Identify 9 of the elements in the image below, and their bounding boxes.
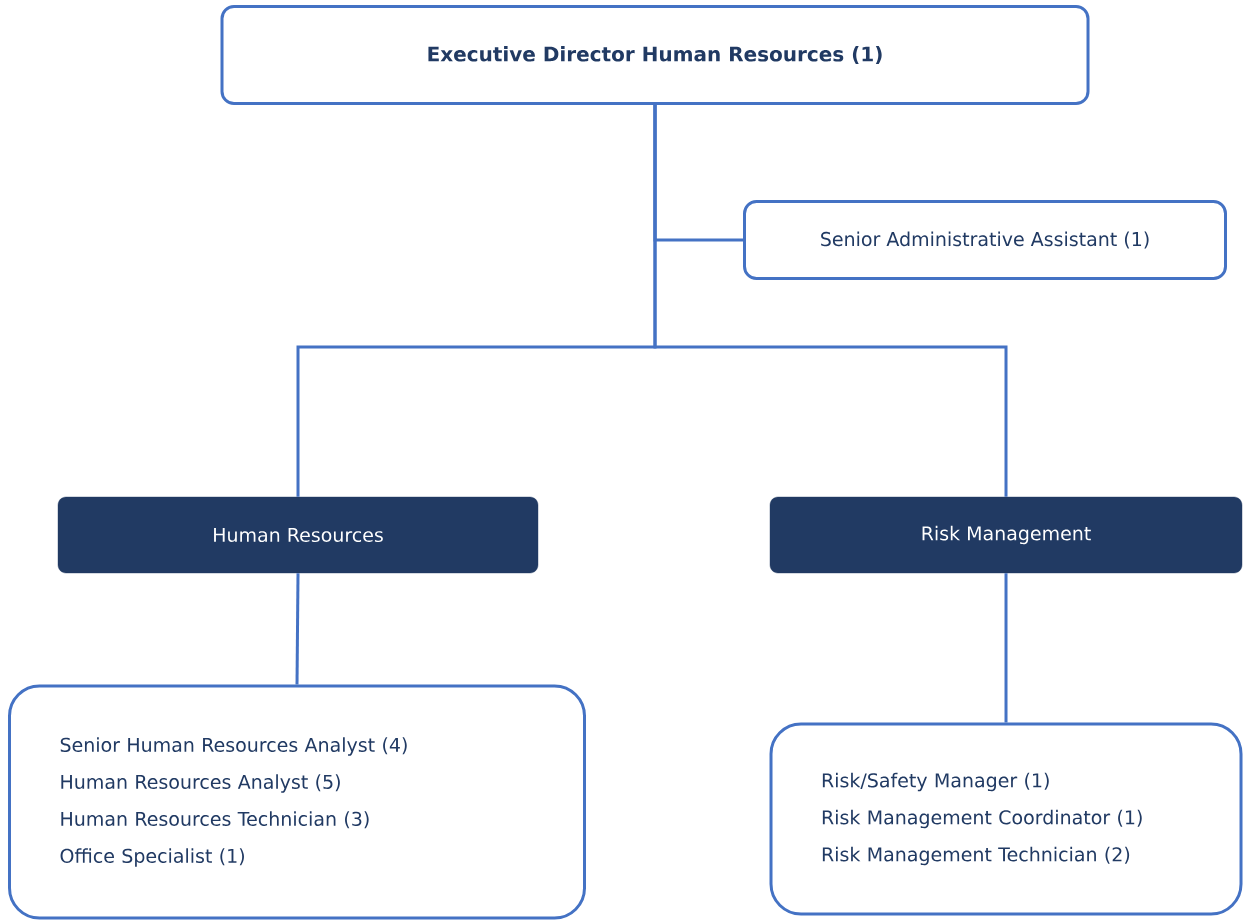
connector-line — [295, 573, 300, 685]
connector-line — [1004, 573, 1008, 723]
role-box: Senior Administrative Assistant (1) — [743, 200, 1227, 280]
connector-line — [653, 105, 1008, 497]
department-box: Human Resources — [57, 496, 539, 574]
role-list-box: Risk/Safety Manager (1) Risk Management Coordinator (1) Risk Management Technician (2) — [769, 722, 1243, 916]
department-box: Risk Management — [769, 496, 1243, 574]
title-box: Executive Director Human Resources (1) — [220, 5, 1090, 105]
role-list-box: Senior Human Resources Analyst (4) Human Resources Analyst (5) Human Resources Technician (3) Office Specialist (1) — [8, 684, 586, 920]
